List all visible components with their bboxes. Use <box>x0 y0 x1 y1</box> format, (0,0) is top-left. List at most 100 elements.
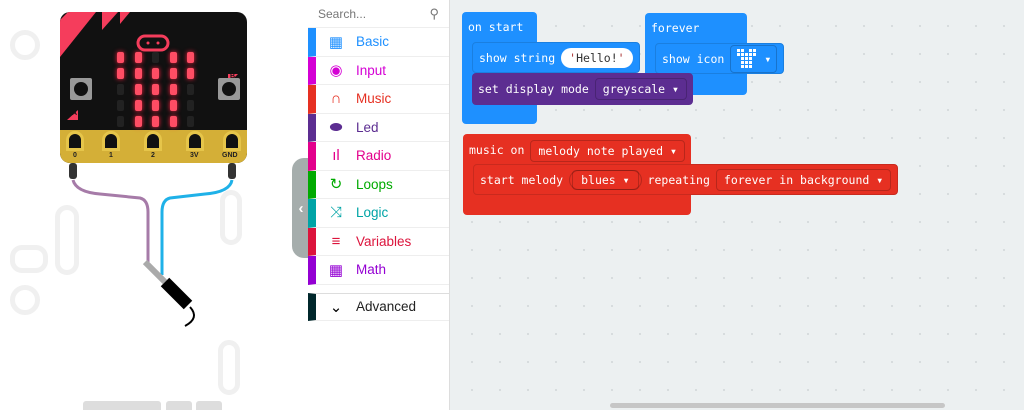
toolbox-category-variables[interactable]: ≡ Variables <box>308 227 449 256</box>
basic-icon: ▦ <box>328 33 344 51</box>
pin-3v[interactable] <box>186 131 204 151</box>
toolbox-category-led[interactable]: ⬬ Led <box>308 113 449 142</box>
chevron-left-icon: ‹ <box>298 199 304 217</box>
led <box>169 52 177 63</box>
simulator-panel: A B 0 1 2 3V GND <box>0 0 308 410</box>
button-b[interactable] <box>218 78 240 100</box>
block-label: show string <box>479 50 556 65</box>
radio-icon: ıl <box>332 147 340 165</box>
pin-label: GND <box>222 152 238 159</box>
blocks-workspace[interactable]: forever show icon ▾ on start show string… <box>450 0 1024 410</box>
set-display-mode-block[interactable]: set display mode greyscale ▾ <box>472 73 693 105</box>
led <box>152 116 159 127</box>
category-label: Math <box>356 262 387 278</box>
toolbox-category-music[interactable]: ∩ Music <box>308 85 449 114</box>
category-label: Music <box>356 91 392 107</box>
background-decoration <box>218 340 240 395</box>
pin-2[interactable] <box>144 131 162 151</box>
category-label: Advanced <box>356 299 417 315</box>
led <box>152 52 159 63</box>
led <box>134 116 142 127</box>
toolbox-category-logic[interactable]: ⤨ Logic <box>308 199 449 228</box>
category-label: Radio <box>356 148 392 164</box>
led-icon: ⬬ <box>329 118 343 136</box>
button-b-label: B <box>230 73 236 80</box>
led <box>134 68 142 79</box>
icon-dropdown[interactable]: ▾ <box>730 44 778 73</box>
variables-icon: ≡ <box>331 232 341 250</box>
led <box>134 84 142 95</box>
block-label: set display mode <box>478 82 589 96</box>
led <box>152 68 159 79</box>
led <box>169 68 177 79</box>
background-decoration <box>10 245 48 273</box>
led <box>187 68 194 79</box>
repeat-mode-dropdown[interactable]: forever in background ▾ <box>715 168 892 191</box>
toolbox-category-radio[interactable]: ıl Radio <box>308 142 449 171</box>
string-input[interactable]: 'Hello!' <box>561 47 633 68</box>
category-label: Variables <box>356 233 412 249</box>
pin-0[interactable] <box>66 131 84 151</box>
led <box>187 100 194 111</box>
dropdown-value: greyscale <box>602 82 666 96</box>
category-label: Input <box>356 62 387 78</box>
loops-icon: ↻ <box>329 176 343 194</box>
pin-label: 0 <box>73 152 77 159</box>
led <box>152 84 159 95</box>
led <box>117 52 124 63</box>
led <box>169 100 177 111</box>
pin-1[interactable] <box>102 131 120 151</box>
music-icon: ∩ <box>330 90 342 108</box>
toolbox-category-input[interactable]: ◉Input <box>308 56 449 85</box>
dropdown-value: forever in background <box>723 172 870 187</box>
search-input[interactable]: Search... ⚲ <box>308 0 449 28</box>
pin-label: 2 <box>151 152 155 159</box>
display-mode-dropdown[interactable]: greyscale ▾ <box>594 78 687 100</box>
block-label: start melody <box>480 172 564 187</box>
category-label: Led <box>356 119 379 135</box>
led <box>169 84 177 95</box>
heart-icon <box>737 48 757 68</box>
block-label: show icon <box>662 51 725 66</box>
simulator-toolbar-button[interactable] <box>196 401 222 410</box>
chevron-down-icon: ⌄ <box>329 298 343 316</box>
simulator-toolbar-button[interactable] <box>166 401 192 410</box>
toolbox-category-loops[interactable]: ↻Loops <box>308 170 449 199</box>
background-decoration <box>10 285 40 315</box>
led <box>187 52 194 63</box>
toolbox-category-math[interactable]: ▦ Math <box>308 256 449 285</box>
logic-icon: ⤨ <box>329 204 342 222</box>
category-label: Basic <box>356 34 390 50</box>
led <box>187 84 194 95</box>
music-event-dropdown[interactable]: melody note played ▾ <box>530 140 685 162</box>
dropdown-value: blues <box>581 172 616 187</box>
category-label: Logic <box>356 205 389 221</box>
background-decoration <box>220 190 242 245</box>
background-decoration <box>10 30 40 60</box>
led <box>117 100 124 111</box>
button-a-label: A <box>72 110 78 117</box>
led <box>134 100 142 111</box>
toolbox-category-basic[interactable]: ▦ Basic <box>308 28 449 57</box>
background-decoration <box>55 205 79 275</box>
show-string-block[interactable]: show string 'Hello!' <box>472 42 640 73</box>
math-icon: ▦ <box>328 261 344 279</box>
button-a[interactable] <box>70 78 92 100</box>
block-label: on start <box>468 20 524 34</box>
search-icon[interactable]: ⚲ <box>429 5 439 21</box>
led <box>169 116 177 127</box>
led <box>134 52 142 63</box>
block-label: forever <box>651 21 700 35</box>
melody-dropdown[interactable]: blues ▾ <box>569 169 642 190</box>
toolbox-category-advanced[interactable]: ⌄ Advanced <box>308 292 449 321</box>
pin-label: 1 <box>109 152 113 159</box>
horizontal-scrollbar[interactable] <box>610 403 945 408</box>
pin-gnd[interactable] <box>223 131 241 151</box>
show-icon-block[interactable]: show icon ▾ <box>655 43 785 74</box>
headphone-wires <box>69 163 236 327</box>
start-melody-block[interactable]: start melody blues ▾ repeating forever i… <box>473 164 899 195</box>
led <box>187 116 194 127</box>
block-label: repeating <box>647 172 710 187</box>
collapse-simulator-button[interactable]: ‹ <box>292 158 310 258</box>
simulator-toolbar-button[interactable] <box>83 401 161 410</box>
